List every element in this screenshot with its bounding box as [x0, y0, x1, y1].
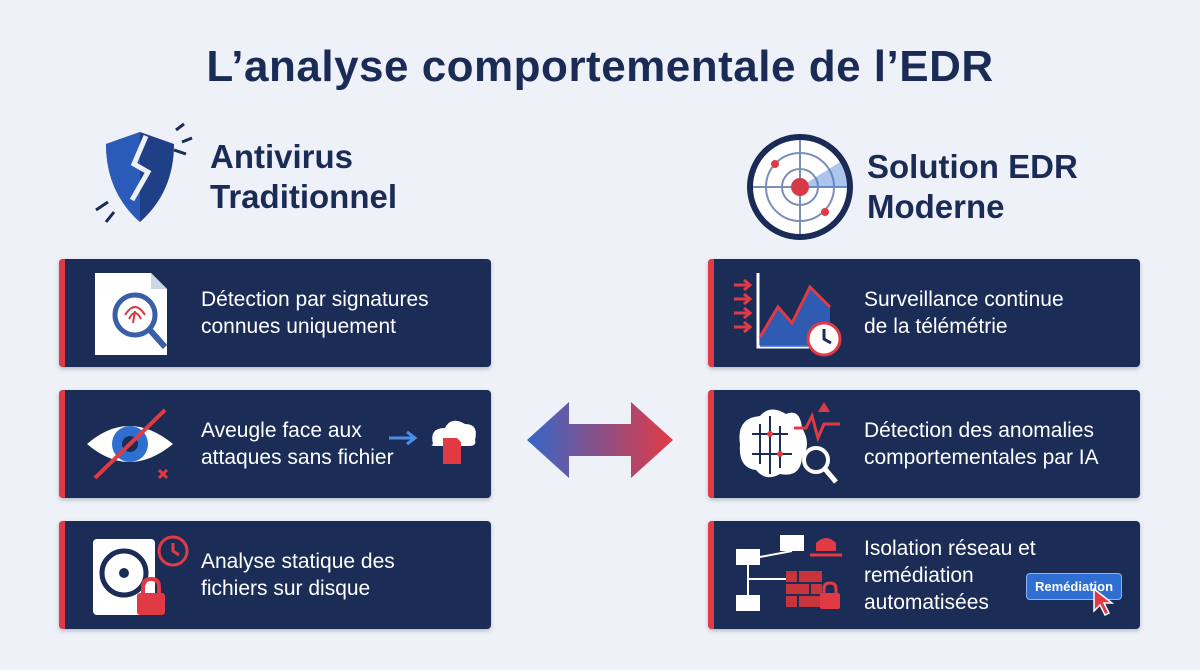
card-text-line2: comportementales par IA: [864, 446, 1099, 469]
card-accent: [708, 259, 714, 367]
double-arrow-icon: [527, 402, 673, 478]
card-text-line1: Isolation réseau et: [864, 536, 1036, 560]
network-isolation-icon: [736, 535, 842, 611]
card-text-line2: attaques sans fichier: [201, 446, 394, 469]
right-heading-line1: Solution EDR: [867, 148, 1078, 185]
card-text-line2: fichiers sur disque: [201, 577, 371, 600]
page-title: L’analyse comportementale de l’EDR: [206, 42, 994, 91]
left-heading-line2: Traditionnel: [210, 178, 398, 215]
card-text-line1: Aveugle face aux: [201, 419, 362, 442]
left-heading-line1: Antivirus: [210, 138, 354, 175]
right-heading-line2: Moderne: [867, 188, 1005, 225]
ai-brain-icon: [739, 402, 840, 484]
card-fileless-blindness: Aveugle face aux attaques sans fichier: [59, 390, 491, 498]
card-text-line2: connues uniquement: [201, 315, 396, 338]
card-network-isolation: Isolation réseau et remédiation automati…: [708, 521, 1140, 629]
fingerprint-document-icon: [95, 273, 168, 355]
left-column-heading: Antivirus Traditionnel: [88, 122, 397, 232]
card-accent: [59, 390, 65, 498]
card-ai-anomaly-detection: Détection des anomalies comportementales…: [708, 390, 1140, 498]
card-signature-detection: Détection par signatures connues uniquem…: [59, 259, 491, 367]
card-text-line3: automatisées: [864, 590, 989, 614]
crossed-eye-icon: [87, 408, 173, 480]
cloud-file-icon: [389, 420, 476, 464]
card-accent: [59, 521, 65, 629]
card-static-analysis: Analyse statique des fichiers sur disque: [59, 521, 491, 629]
card-text-line1: Surveillance continue: [864, 288, 1064, 311]
telemetry-chart-icon: [734, 273, 842, 357]
card-accent: [708, 390, 714, 498]
locked-disk-icon: [93, 535, 189, 615]
card-text-line1: Détection par signatures: [201, 288, 429, 311]
card-text-line1: Analyse statique des: [201, 550, 395, 573]
broken-shield-icon: [95, 122, 193, 223]
card-continuous-telemetry: Surveillance continue de la télémétrie: [708, 259, 1140, 367]
card-text-line1: Détection des anomalies: [864, 419, 1094, 442]
right-column-heading: Solution EDR Moderne: [745, 132, 1078, 242]
card-accent: [59, 259, 65, 367]
card-text-line2: remédiation: [864, 563, 974, 587]
card-accent: [708, 521, 714, 629]
radar-icon: [747, 134, 853, 240]
cursor-pointer-icon: [1093, 587, 1115, 617]
card-text-line2: de la télémétrie: [864, 315, 1008, 338]
